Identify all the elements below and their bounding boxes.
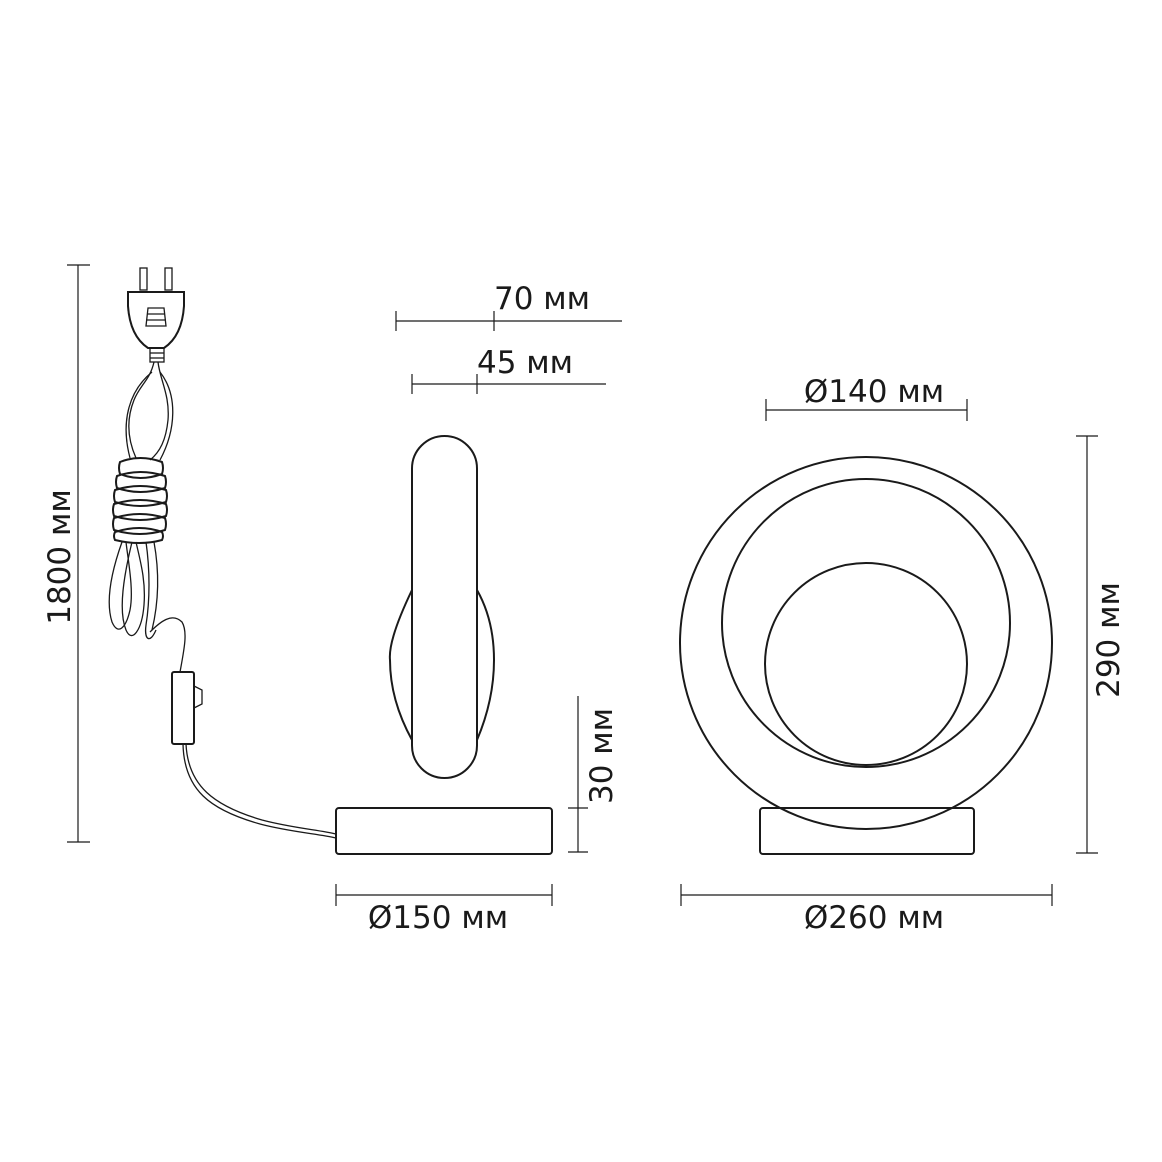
side-ring <box>411 435 478 779</box>
switch-icon <box>171 671 203 745</box>
inner-ring <box>721 478 1011 768</box>
front-base <box>759 807 975 855</box>
side-base <box>335 807 553 855</box>
ring-thickness-dimension: 45 мм <box>411 345 606 394</box>
ring-diameter-dimension: Ø260 мм <box>680 884 1053 936</box>
base-diameter-dimension: Ø150 мм <box>335 884 553 936</box>
shade-diameter-dimension: Ø140 мм <box>765 374 968 421</box>
base-height-dimension: 30 мм <box>568 696 620 853</box>
front-view: Ø140 мм 290 мм Ø260 мм <box>679 374 1127 936</box>
height-dimension: 290 мм <box>1076 435 1127 854</box>
cord-length-label: 1800 мм <box>42 489 78 625</box>
depth-dimension: 70 мм <box>395 281 622 331</box>
depth-label: 70 мм <box>494 281 590 317</box>
cord-coil <box>112 457 168 544</box>
cord-length-dimension: 1800 мм <box>42 264 90 843</box>
shade-ball <box>764 562 968 766</box>
ring-diameter-label: Ø260 мм <box>804 900 944 936</box>
plug-pin-right <box>164 267 173 291</box>
ring-thickness-label: 45 мм <box>477 345 573 381</box>
base-diameter-label: Ø150 мм <box>368 900 508 936</box>
plug-pin-left <box>139 267 148 291</box>
outer-ring <box>679 456 1053 830</box>
height-label: 290 мм <box>1091 582 1127 698</box>
side-view: 70 мм 45 мм 30 мм Ø150 мм <box>335 281 622 936</box>
power-cord <box>108 267 337 839</box>
shade-diameter-label: Ø140 мм <box>804 374 944 410</box>
base-height-label: 30 мм <box>584 708 620 804</box>
